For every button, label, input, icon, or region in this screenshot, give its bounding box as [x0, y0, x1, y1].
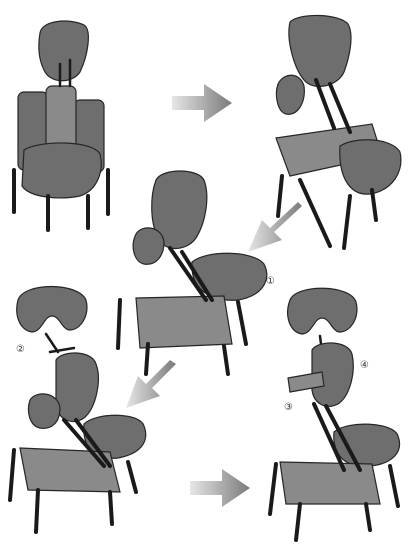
callout-4: ④	[360, 360, 369, 371]
arrow-down-left-icon	[248, 202, 302, 252]
step-4-face-cradle-attached: ②	[10, 287, 146, 533]
arrow-right-icon	[190, 469, 250, 507]
callout-3: ③	[284, 402, 293, 413]
callout-1: ①	[266, 276, 275, 287]
step-3-chair-opened: ①	[118, 171, 275, 374]
callout-2: ②	[16, 344, 25, 355]
arrow-right-icon	[172, 84, 232, 122]
step-1-folded-chair	[14, 21, 108, 230]
arrow-down-left-icon	[126, 360, 176, 408]
step-2-unfolding-chair	[276, 15, 401, 248]
step-5-final-chair: ④ ③	[270, 288, 400, 540]
